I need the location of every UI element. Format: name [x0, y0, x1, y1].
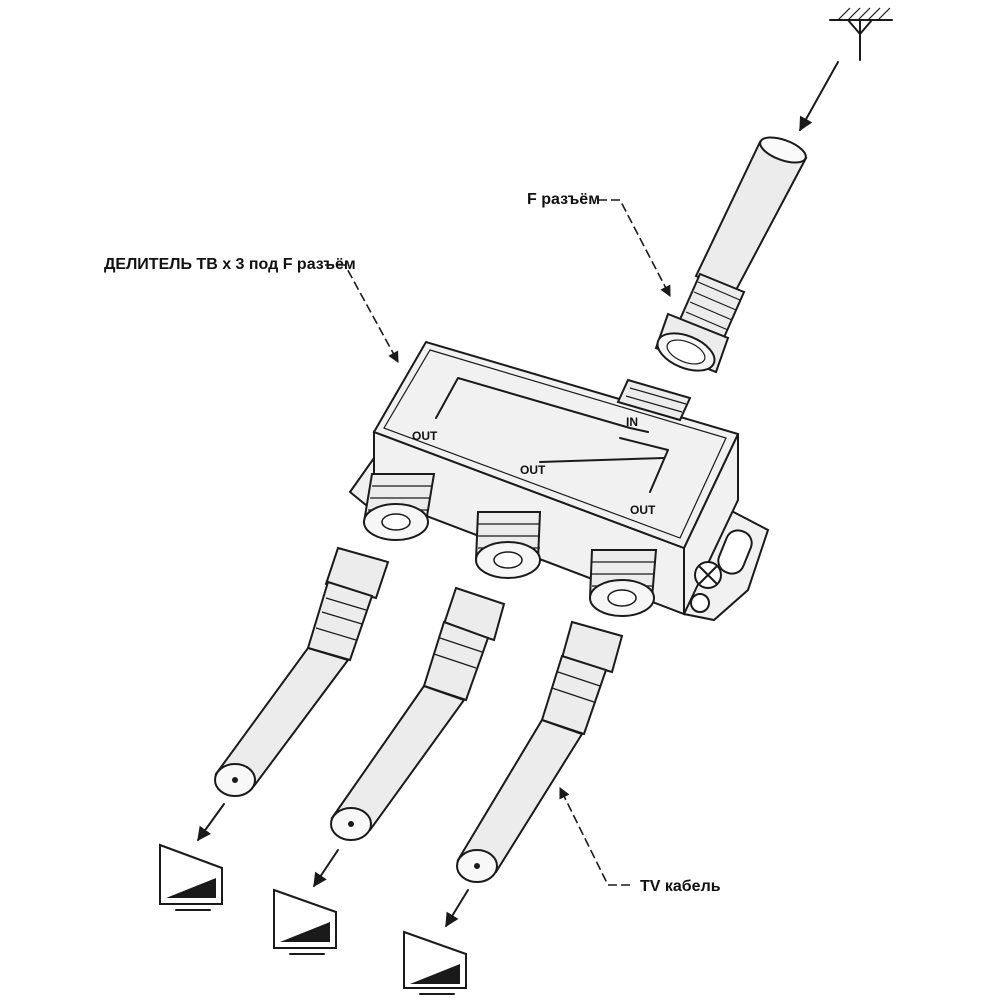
screw-icon	[694, 561, 722, 589]
output-cable-left	[214, 546, 390, 797]
port-label-out-right: OUT	[630, 503, 656, 517]
tv-cable-label: TV кабель	[640, 878, 721, 895]
output-port-right	[588, 549, 658, 617]
tv-icon	[403, 930, 467, 995]
output-port-middle	[474, 511, 542, 579]
tv-icon	[159, 843, 223, 911]
splitter-leader	[325, 264, 399, 363]
tv-cable-leader	[559, 786, 630, 886]
port-label-in: IN	[626, 415, 638, 429]
arrow-to-tv-middle	[313, 849, 339, 888]
port-label-out-middle: OUT	[520, 463, 546, 477]
f-connector-label: F разъём	[527, 191, 600, 208]
output-cable-right	[456, 620, 624, 883]
f-connector-leader	[598, 199, 671, 297]
output-port-left	[362, 473, 436, 541]
output-cable-middle	[330, 586, 506, 841]
splitter-label: ДЕЛИТЕЛЬ ТВ х 3 под F разъём	[104, 256, 356, 273]
f-connector	[654, 272, 746, 374]
port-label-out-left: OUT	[412, 429, 438, 443]
arrow-to-tv-right	[445, 889, 469, 928]
input-port	[616, 378, 692, 422]
antenna-icon	[829, 7, 893, 61]
arrow-to-tv-left	[197, 803, 225, 842]
antenna-arrow	[799, 61, 839, 132]
tv-icon	[273, 888, 337, 955]
input-cable	[654, 136, 808, 374]
